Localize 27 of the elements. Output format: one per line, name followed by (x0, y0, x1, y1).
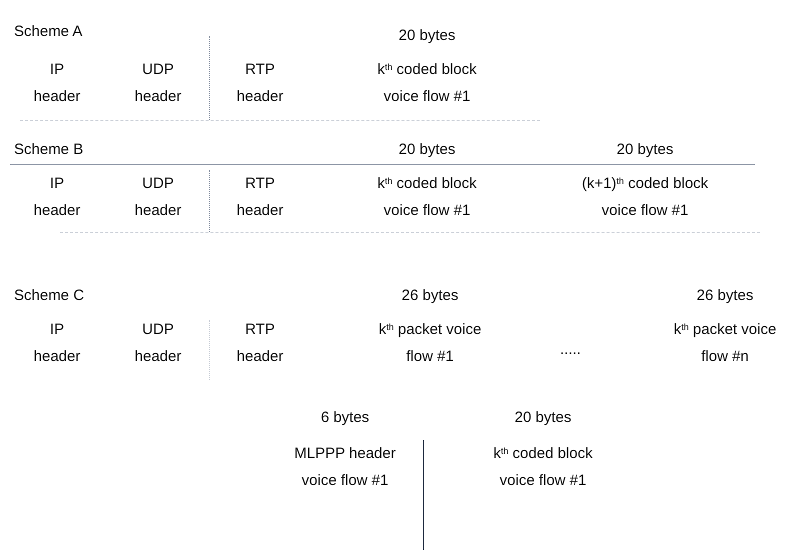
field-text: RTP header (236, 174, 284, 221)
field-text: RTP header (236, 60, 284, 107)
byte-size-label: 20 bytes (616, 140, 674, 160)
field-text: MLPPP header voice flow #1 (293, 444, 397, 491)
field-text: IP header (32, 174, 82, 221)
label: Scheme C (14, 286, 84, 306)
field-text: IP header (32, 320, 82, 367)
byte-size-label: 20 bytes (398, 140, 456, 160)
field-text: k$^{th}$ packet voice flow #1 (378, 320, 482, 367)
label: ..... (560, 340, 581, 360)
field-text: RTP header (236, 320, 284, 367)
field-text: k$^{th}$ coded block voice flow #1 (376, 174, 478, 221)
field-text: k$^{th}$ packet voice flow #n (672, 320, 778, 367)
field-text: k$^{th}$ coded block voice flow #1 (376, 60, 478, 107)
field-text: UDP header (134, 60, 182, 107)
field-text: UDP header (134, 174, 182, 221)
field-text: k$^{th}$ coded block voice flow #1 (492, 444, 594, 491)
field-text: IP header (32, 60, 82, 107)
byte-size-label: 26 bytes (696, 286, 754, 306)
byte-size-label: 20 bytes (514, 408, 572, 428)
field-text: UDP header (134, 320, 182, 367)
field-text: (k+1)$^{th}$ coded block voice flow #1 (580, 174, 710, 221)
byte-size-label: 26 bytes (402, 286, 458, 306)
label: Scheme B (14, 140, 84, 160)
label: Scheme A (14, 22, 82, 42)
byte-size-label: 20 bytes (398, 26, 456, 46)
byte-size-label: 6 bytes (320, 408, 370, 428)
